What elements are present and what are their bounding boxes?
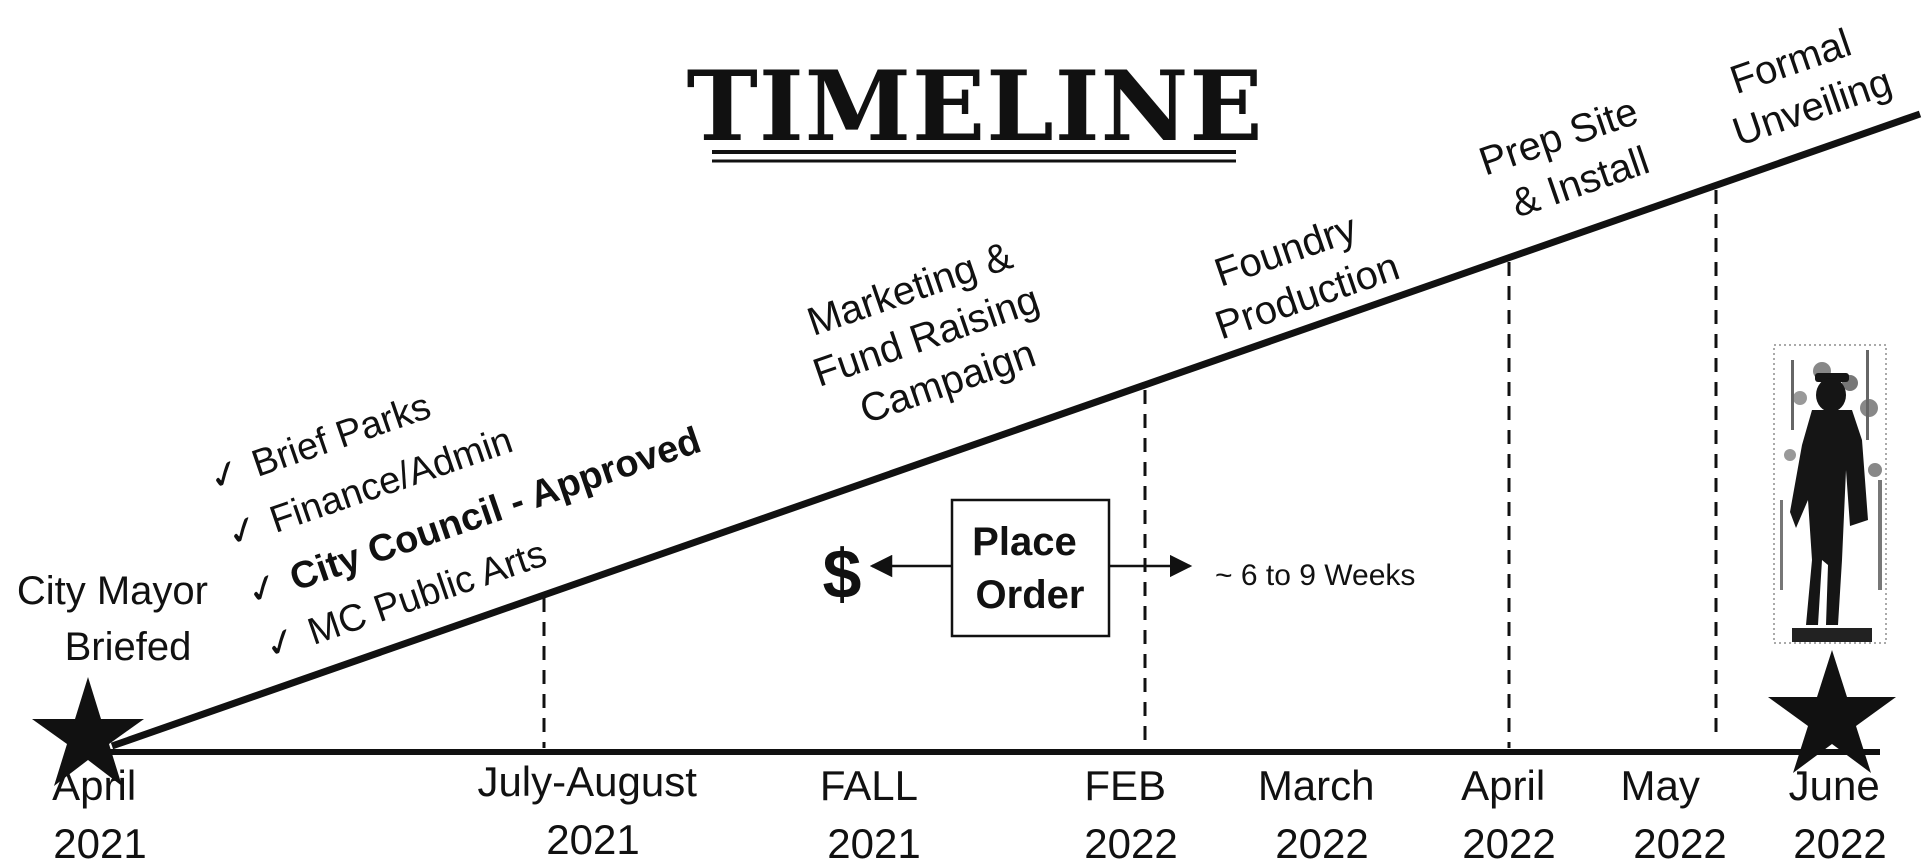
- date-label-april-2022: April 2022: [1461, 762, 1557, 864]
- statue-image: [1773, 344, 1887, 644]
- date-label-june-2022: June 2022: [1789, 762, 1892, 864]
- date-label-may-2022: May 2022: [1620, 762, 1726, 864]
- date-month: FALL: [820, 762, 917, 809]
- place-order-label: Place Order: [972, 520, 1088, 617]
- date-label-fall-2021: FALL 2021: [820, 762, 928, 864]
- dollar-icon: $: [823, 535, 862, 613]
- check-icon: ✓: [241, 564, 285, 614]
- date-year: 2022: [1275, 820, 1368, 864]
- start-star-icon: [32, 677, 144, 786]
- date-month: FEB: [1084, 762, 1166, 809]
- place-order-line-1: Place: [972, 520, 1077, 564]
- date-year: 2021: [827, 820, 920, 864]
- check-icon: ✓: [259, 618, 303, 668]
- date-month: March: [1258, 762, 1375, 809]
- date-year: 2022: [1084, 820, 1177, 864]
- date-month: April: [52, 762, 136, 809]
- date-month: April: [1461, 762, 1545, 809]
- date-month: May: [1620, 762, 1699, 809]
- date-year: 2021: [53, 820, 146, 864]
- date-month: June: [1789, 762, 1880, 809]
- check-icon: ✓: [203, 450, 247, 500]
- date-month: July-August: [477, 758, 697, 805]
- place-order-box: [950, 498, 1111, 638]
- start-label: City Mayor Briefed: [17, 569, 219, 669]
- check-icon: ✓: [221, 506, 265, 556]
- end-star-icon: [1768, 650, 1896, 773]
- page-title: TIMELINE: [686, 50, 1263, 163]
- date-label-april-2021: April 2021: [52, 762, 148, 864]
- place-order-line-2: Order: [976, 573, 1085, 617]
- date-label-july-august-2021: July-August 2021: [477, 758, 708, 863]
- date-year: 2021: [546, 816, 639, 863]
- date-year: 2022: [1462, 820, 1555, 864]
- date-year: 2022: [1793, 820, 1886, 864]
- date-year: 2022: [1633, 820, 1726, 864]
- progress-diagonal: [110, 110, 1922, 750]
- phase-marketing-label: Marketing & Fund Raising Campaign: [791, 226, 1071, 443]
- phase-foundry-label: Foundry Production: [1193, 197, 1404, 348]
- start-label-line-1: City Mayor: [17, 569, 208, 613]
- order-duration-label: ~ 6 to 9 Weeks: [1215, 559, 1415, 592]
- date-label-march-2022: March 2022: [1258, 762, 1386, 864]
- date-label-feb-2022: FEB 2022: [1084, 762, 1177, 864]
- start-label-line-2: Briefed: [65, 625, 192, 669]
